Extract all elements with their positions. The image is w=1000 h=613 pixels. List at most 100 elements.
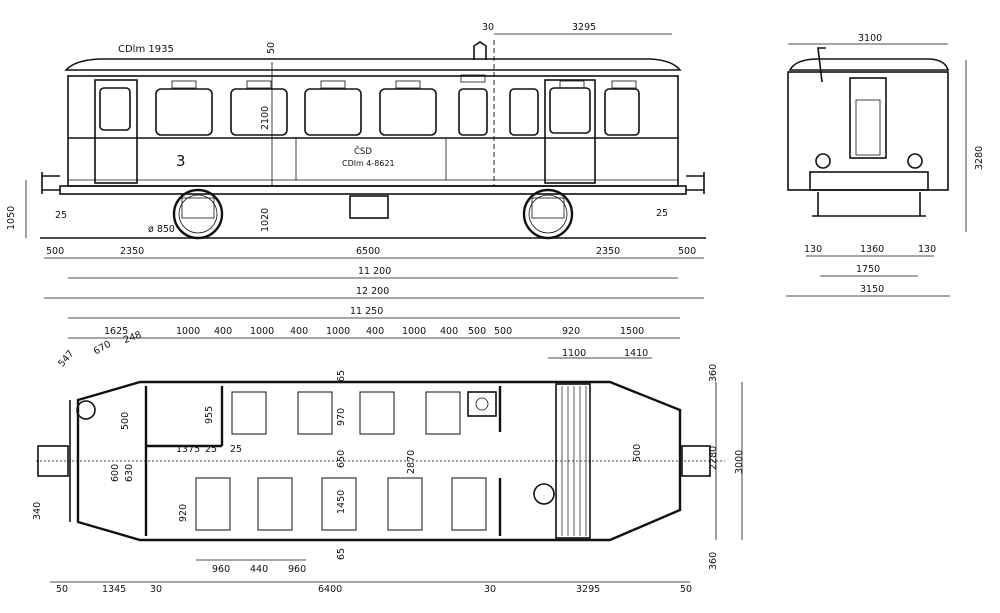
operator-mark: ČSD <box>354 145 372 157</box>
exhaust-stack <box>473 41 487 60</box>
dim-label: 1450 <box>336 490 347 514</box>
vent <box>559 80 585 89</box>
dim-label: 920 <box>178 504 189 522</box>
right-wheelset <box>522 188 574 240</box>
dim-label: 130 <box>918 244 936 255</box>
dim-label: 25 <box>656 208 668 219</box>
seat <box>321 477 357 531</box>
dim-label: 1000 <box>176 326 200 337</box>
engine-block <box>555 383 591 539</box>
seat <box>387 477 423 531</box>
dim-label: 25 <box>205 444 217 455</box>
wheel-inner <box>528 194 568 234</box>
wheel <box>522 188 574 240</box>
vent <box>171 80 197 89</box>
axle-box <box>531 197 565 219</box>
dim-label: 1050 <box>6 206 17 230</box>
dim-label: 3280 <box>974 146 985 170</box>
end-buffer-right <box>907 153 923 169</box>
dim-label: 30 <box>482 22 494 33</box>
dim-label: 500 <box>678 246 696 257</box>
left-buffer <box>41 172 60 194</box>
dim-label: 30 <box>484 584 496 595</box>
dim-label: 2870 <box>406 450 417 474</box>
dim-label: 360 <box>708 552 719 570</box>
battery-box <box>349 195 389 219</box>
dim-label: 65 <box>336 370 347 382</box>
hand-brake-wheel <box>533 483 555 505</box>
dim-label: 650 <box>336 450 347 468</box>
seats-lower <box>195 477 487 531</box>
seat <box>195 477 231 531</box>
end-door-panel <box>855 99 881 156</box>
dim-label: 500 <box>46 246 64 257</box>
dim-label: 3295 <box>572 22 596 33</box>
drawing-title: CDlm 1935 <box>118 44 174 55</box>
dim-label: 1000 <box>250 326 274 337</box>
dim-label: 1375 <box>176 444 200 455</box>
dim-label: 400 <box>214 326 232 337</box>
end-view: 3100 3280 130 1360 130 1750 3150 <box>786 33 985 297</box>
wheel <box>172 188 224 240</box>
dim-label: 50 <box>680 584 692 595</box>
dim-label: 130 <box>804 244 822 255</box>
car-designation: CDlm 4-8621 <box>342 159 395 168</box>
left-buffer-plan <box>37 445 69 477</box>
dim-label: 2100 <box>260 106 271 130</box>
window <box>304 88 362 136</box>
seats-upper <box>231 391 461 435</box>
dim-label: 65 <box>336 548 347 560</box>
underframe <box>59 185 687 195</box>
roof <box>64 58 682 71</box>
dim-label: 11 250 <box>350 306 383 317</box>
dim-label: 500 <box>494 326 512 337</box>
engine-hatching <box>561 386 587 536</box>
dim-label: 600 <box>110 464 121 482</box>
dim-label: 630 <box>124 464 135 482</box>
side-view: CDlm 1935 <box>6 22 706 299</box>
dim-label: 1360 <box>860 244 884 255</box>
dim-label: 400 <box>366 326 384 337</box>
vent <box>320 80 346 89</box>
dim-label: 1750 <box>856 264 880 275</box>
right-door <box>544 79 596 184</box>
seat <box>425 391 461 435</box>
dim-label: 3295 <box>576 584 600 595</box>
end-door <box>849 77 887 159</box>
dim-label: 3100 <box>858 33 882 44</box>
side-windows <box>155 88 640 136</box>
sink-basin <box>475 397 489 411</box>
right-door-window <box>549 87 591 134</box>
plan-view: 11 250 1625 1000 400 1000 400 1000 400 1… <box>32 306 745 595</box>
dim-label: 1500 <box>620 326 644 337</box>
right-buffer <box>686 172 705 194</box>
dim-label: 11 200 <box>358 266 391 277</box>
dim-label: 1410 <box>624 348 648 359</box>
dim-label: 12 200 <box>356 286 389 297</box>
dim-label: 340 <box>32 502 43 520</box>
vent <box>246 80 272 89</box>
dim-label: 440 <box>250 564 268 575</box>
sink <box>467 391 497 417</box>
dim-label: 547 <box>56 348 76 369</box>
vent <box>460 74 486 83</box>
plan-outline <box>76 380 682 542</box>
dim-label: 2350 <box>120 246 144 257</box>
dim-label: 1345 <box>102 584 126 595</box>
wheel-inner <box>178 194 218 234</box>
dim-label: 3150 <box>860 284 884 295</box>
left-door <box>94 79 138 184</box>
vent <box>611 80 637 89</box>
dim-label: 2350 <box>596 246 620 257</box>
dim-label: 1100 <box>562 348 586 359</box>
seat <box>231 391 267 435</box>
plan-top-dimensions: 1625 1000 400 1000 400 1000 400 1000 400… <box>104 326 644 337</box>
end-wheelset <box>812 192 926 217</box>
window <box>230 88 288 136</box>
left-wheelset <box>172 188 224 240</box>
axle-box <box>181 197 215 219</box>
plan-bottom-dimensions: 50 1345 30 6400 30 3295 50 <box>56 584 692 595</box>
dim-label: 6500 <box>356 246 380 257</box>
end-exhaust <box>817 47 826 83</box>
